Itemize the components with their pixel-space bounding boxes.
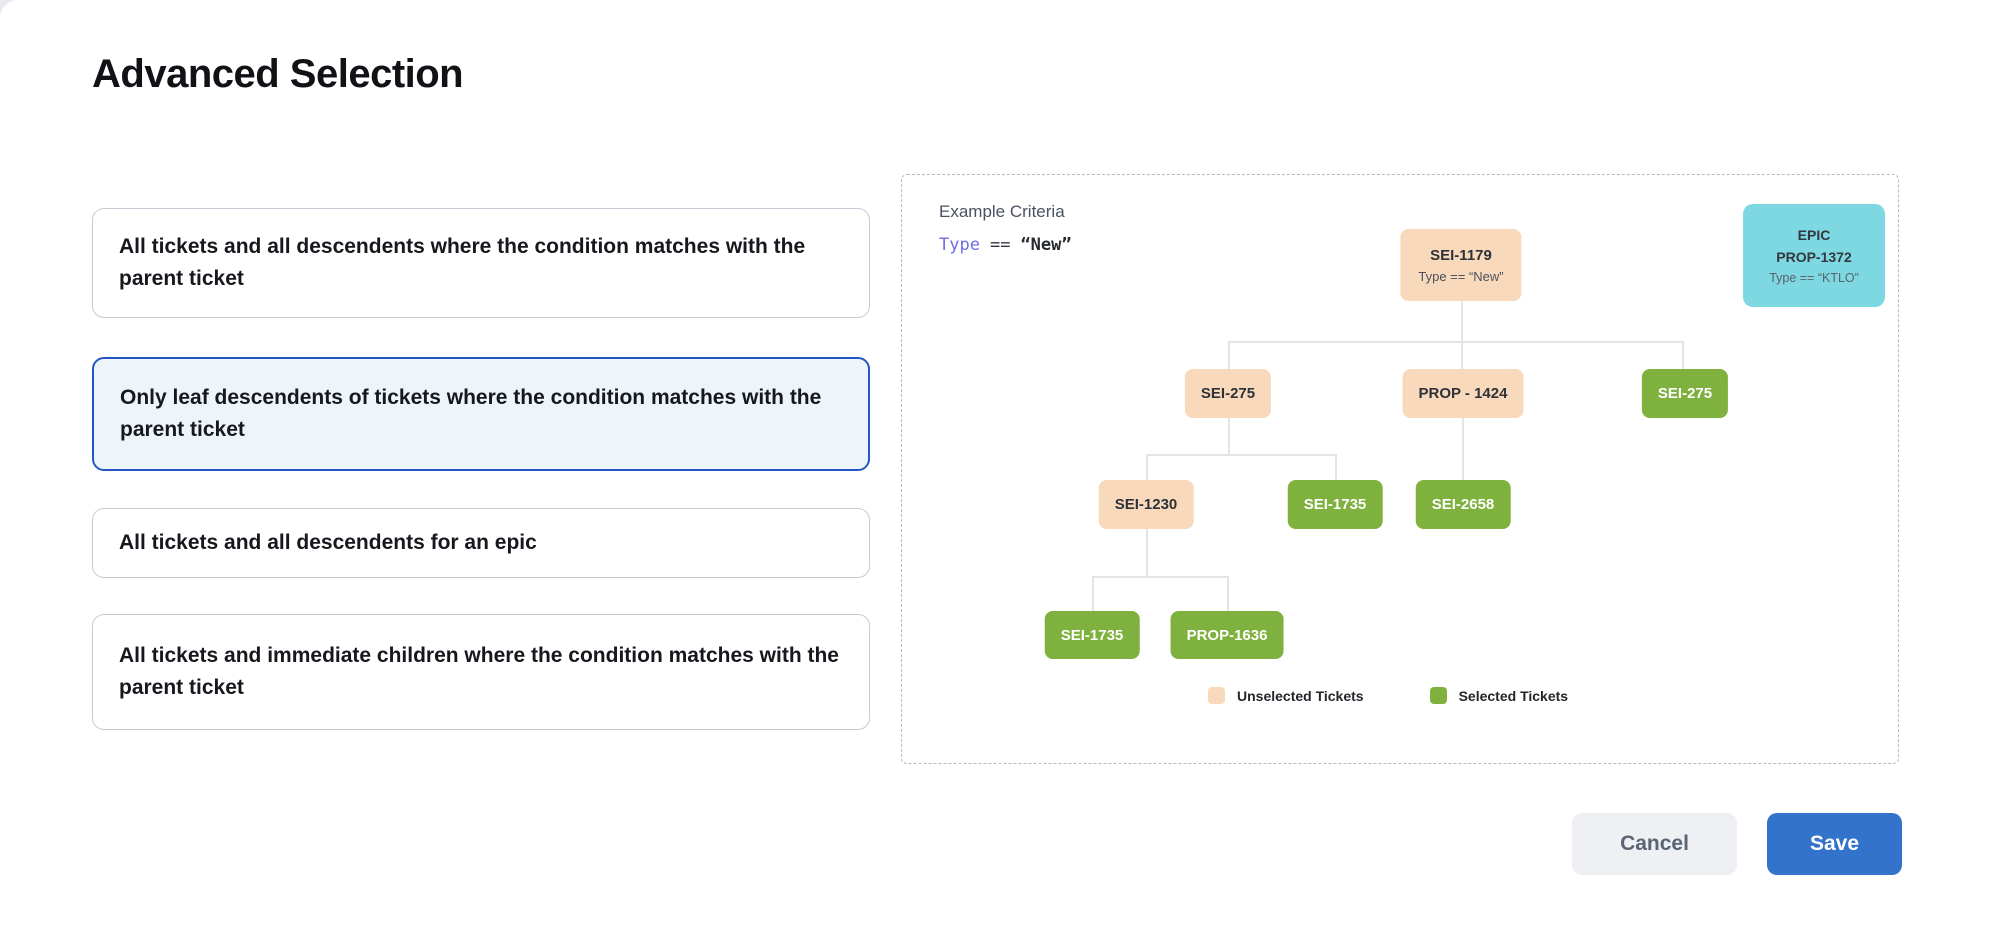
- tree-node-id: SEI-1735: [1303, 496, 1367, 513]
- epic-condition: Type == “KTLO”: [1769, 270, 1859, 285]
- legend-label: Unselected Tickets: [1237, 687, 1364, 704]
- tree-node: SEI-275: [1184, 369, 1272, 418]
- tree-node-id: SEI-1230: [1114, 496, 1178, 513]
- tree-node: SEI-2658: [1415, 480, 1511, 529]
- example-panel: Example Criteria Type == “New” EPIC PROP-1…: [901, 174, 1899, 764]
- option-label: All tickets and all descendents for an e…: [119, 531, 537, 554]
- tree-node: SEI-275: [1641, 369, 1729, 418]
- tree-node: PROP-1636: [1170, 611, 1284, 659]
- tree-node: SEI-1735: [1287, 480, 1383, 529]
- tree-connector: [1228, 341, 1230, 369]
- tree-connector: [1146, 529, 1148, 576]
- tree-node-id: SEI-2658: [1431, 496, 1495, 513]
- tree-connector: [1146, 454, 1335, 456]
- option-leaf-descendents[interactable]: Only leaf descendents of tickets where t…: [92, 357, 870, 471]
- tree-connector: [1228, 341, 1682, 343]
- tree-node: SEI-1179 Type == “New”: [1400, 229, 1522, 301]
- tree-node: SEI-1230: [1098, 480, 1194, 529]
- legend-item-selected: Selected Tickets: [1429, 687, 1569, 704]
- tree-node: PROP - 1424: [1402, 369, 1524, 418]
- epic-id: PROP-1372: [1776, 248, 1852, 265]
- page-title: Advanced Selection: [92, 52, 464, 96]
- tree-node-id: SEI-1735: [1060, 626, 1124, 644]
- tree-node: SEI-1735: [1044, 611, 1140, 659]
- option-label: All tickets and all descendents where th…: [119, 235, 806, 290]
- criteria-value: “New”: [1020, 235, 1072, 255]
- option-immediate-children[interactable]: All tickets and immediate children where…: [92, 614, 870, 730]
- tree-connector: [1092, 576, 1228, 578]
- tree-node-id: PROP-1636: [1186, 626, 1268, 644]
- legend-item-unselected: Unselected Tickets: [1208, 687, 1364, 704]
- option-all-descendents[interactable]: All tickets and all descendents where th…: [92, 208, 870, 318]
- tree-connector: [1682, 341, 1684, 369]
- epic-card: EPIC PROP-1372 Type == “KTLO”: [1743, 204, 1885, 307]
- tree-node-id: SEI-275: [1657, 385, 1713, 402]
- option-label: Only leaf descendents of tickets where t…: [120, 386, 822, 441]
- tree-node-id: SEI-275: [1200, 385, 1256, 402]
- criteria-field: Type: [939, 235, 980, 255]
- legend: Unselected Tickets Selected Tickets: [1208, 687, 1568, 704]
- tree-node-id: SEI-1179: [1430, 246, 1492, 264]
- option-descendents-for-epic[interactable]: All tickets and all descendents for an e…: [92, 508, 870, 578]
- tree-node-condition: Type == “New”: [1418, 268, 1504, 284]
- tree-connector: [1228, 418, 1230, 454]
- unselected-tickets-swatch-icon: [1208, 687, 1225, 704]
- selected-tickets-swatch-icon: [1429, 687, 1447, 704]
- tree-connector: [1461, 301, 1463, 341]
- tree-connector: [1462, 418, 1464, 480]
- option-label: All tickets and immediate children where…: [119, 644, 839, 699]
- tree-connector: [1146, 454, 1148, 480]
- criteria-operator: ==: [989, 235, 1011, 255]
- epic-type-label: EPIC: [1797, 226, 1831, 243]
- legend-label: Selected Tickets: [1458, 687, 1569, 704]
- example-criteria-expression: Type == “New”: [939, 235, 1072, 255]
- tree-connector: [1227, 576, 1229, 611]
- tree-node-id: PROP - 1424: [1418, 385, 1508, 402]
- tree-connector: [1335, 454, 1337, 480]
- save-button[interactable]: Save: [1767, 813, 1902, 875]
- tree-connector: [1461, 341, 1463, 369]
- tree-connector: [1092, 576, 1094, 611]
- cancel-button[interactable]: Cancel: [1572, 813, 1737, 875]
- example-criteria-heading: Example Criteria: [939, 202, 1065, 221]
